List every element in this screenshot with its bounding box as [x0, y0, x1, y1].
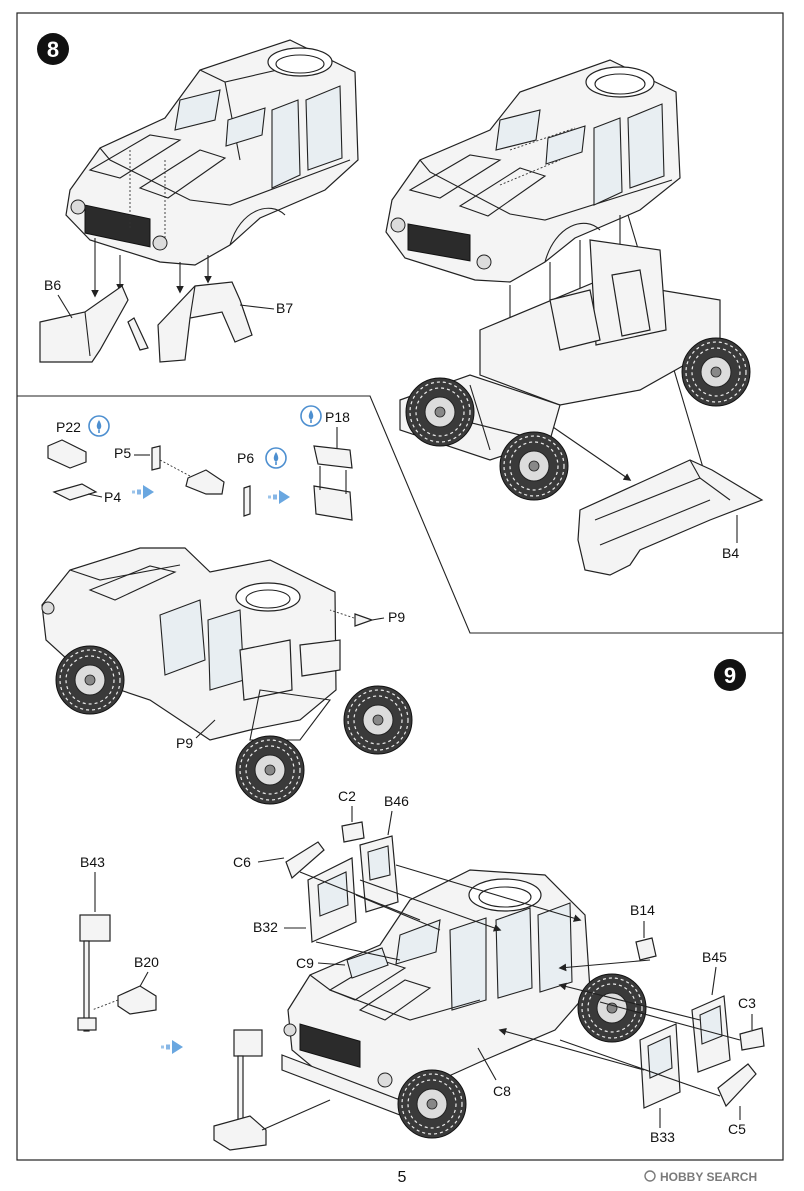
- label-p22: P22: [56, 419, 81, 435]
- label-c8: C8: [493, 1083, 511, 1099]
- label-b33: B33: [650, 1129, 675, 1145]
- label-b4: B4: [722, 545, 739, 561]
- label-p5: P5: [114, 445, 131, 461]
- cab-shell-right: [385, 59, 681, 283]
- glue-drop-icon: [300, 405, 322, 427]
- step8-divider: [17, 395, 783, 634]
- part-b43: B43: [77, 854, 111, 1032]
- wheel-rear-right-mid: [343, 685, 413, 755]
- wheel-front-step9: [397, 1069, 467, 1139]
- label-c9: C9: [296, 955, 314, 971]
- wheel-front-left-mid: [55, 645, 125, 715]
- part-b4: B4: [577, 459, 764, 576]
- wheel-front-right-mid: [235, 735, 305, 805]
- label-b45: B45: [702, 949, 727, 965]
- glue-drop-icon: [265, 447, 287, 469]
- blue-arrow-icon: [268, 490, 290, 504]
- blue-arrow-icon: [132, 485, 154, 499]
- step-8-badge: 8: [37, 33, 69, 65]
- label-b20: B20: [134, 954, 159, 970]
- small-parts-row: P22 P4 P5 P6 P18: [47, 405, 353, 521]
- label-b7: B7: [276, 300, 293, 316]
- wheel-rear-right-step8: [681, 337, 751, 407]
- label-p4: P4: [104, 489, 121, 505]
- blue-arrow-icon: [161, 1040, 183, 1054]
- page-number: 5: [398, 1169, 407, 1186]
- step-8-number: 8: [47, 37, 59, 62]
- label-p9-right: P9: [388, 609, 405, 625]
- part-b20: B20: [91, 954, 159, 1015]
- cab-shell-left: [65, 39, 359, 266]
- label-b46: B46: [384, 793, 409, 809]
- label-p18: P18: [325, 409, 350, 425]
- watermark-text: HOBBY SEARCH: [660, 1170, 757, 1184]
- watermark: HOBBY SEARCH: [644, 1170, 757, 1184]
- label-b43: B43: [80, 854, 105, 870]
- label-b32: B32: [253, 919, 278, 935]
- label-c6: C6: [233, 854, 251, 870]
- wheel-rear-step9: [577, 973, 647, 1043]
- vehicle-mid-left: [41, 547, 341, 741]
- label-c5: C5: [728, 1121, 746, 1137]
- label-b6: B6: [44, 277, 61, 293]
- page-border: [16, 12, 784, 1161]
- mirror-post-placed: [213, 1029, 331, 1151]
- glue-drop-icon: [88, 415, 110, 437]
- step8-leaders-left: [91, 150, 212, 298]
- step-9-number: 9: [724, 663, 736, 688]
- label-b14: B14: [630, 902, 655, 918]
- wheel-front-left-step8: [405, 377, 475, 447]
- step9-leaders: [299, 864, 741, 1097]
- label-c2: C2: [338, 788, 356, 804]
- part-b7: B7: [157, 281, 293, 363]
- label-p6: P6: [237, 450, 254, 466]
- wheel-front-right-step8: [499, 431, 569, 501]
- step-9-badge: 9: [714, 659, 746, 691]
- mid-leaders: P9 P9: [176, 609, 405, 751]
- label-p9-left: P9: [176, 735, 193, 751]
- part-b6: B6: [39, 277, 149, 363]
- label-c3: C3: [738, 995, 756, 1011]
